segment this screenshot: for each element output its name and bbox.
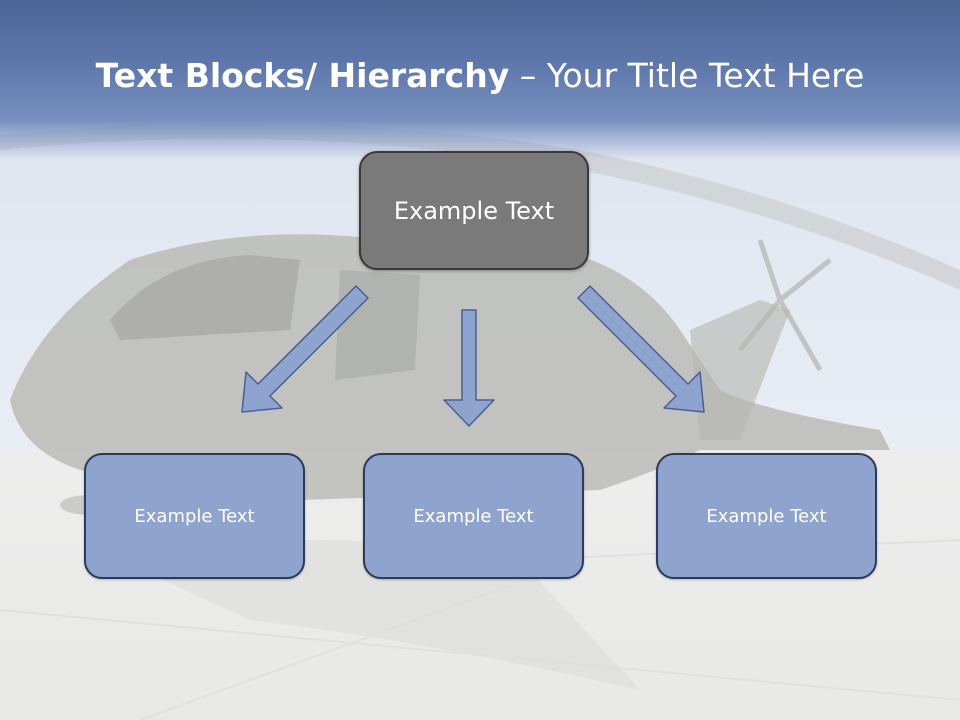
- child-box-center: Example Text: [363, 453, 584, 579]
- top-box: Example Text: [359, 151, 589, 270]
- arrow-right: [577, 285, 705, 413]
- title-band: [0, 0, 960, 160]
- arrow-left: [241, 285, 369, 413]
- slide-title-rest: – Your Title Text Here: [509, 56, 865, 95]
- slide-title-bold: Text Blocks/ Hierarchy: [95, 56, 510, 95]
- child-box-left: Example Text: [84, 453, 305, 579]
- child-box-right: Example Text: [656, 453, 877, 579]
- arrow-center: [443, 309, 495, 427]
- slide-title: Text Blocks/ Hierarchy – Your Title Text…: [0, 54, 960, 98]
